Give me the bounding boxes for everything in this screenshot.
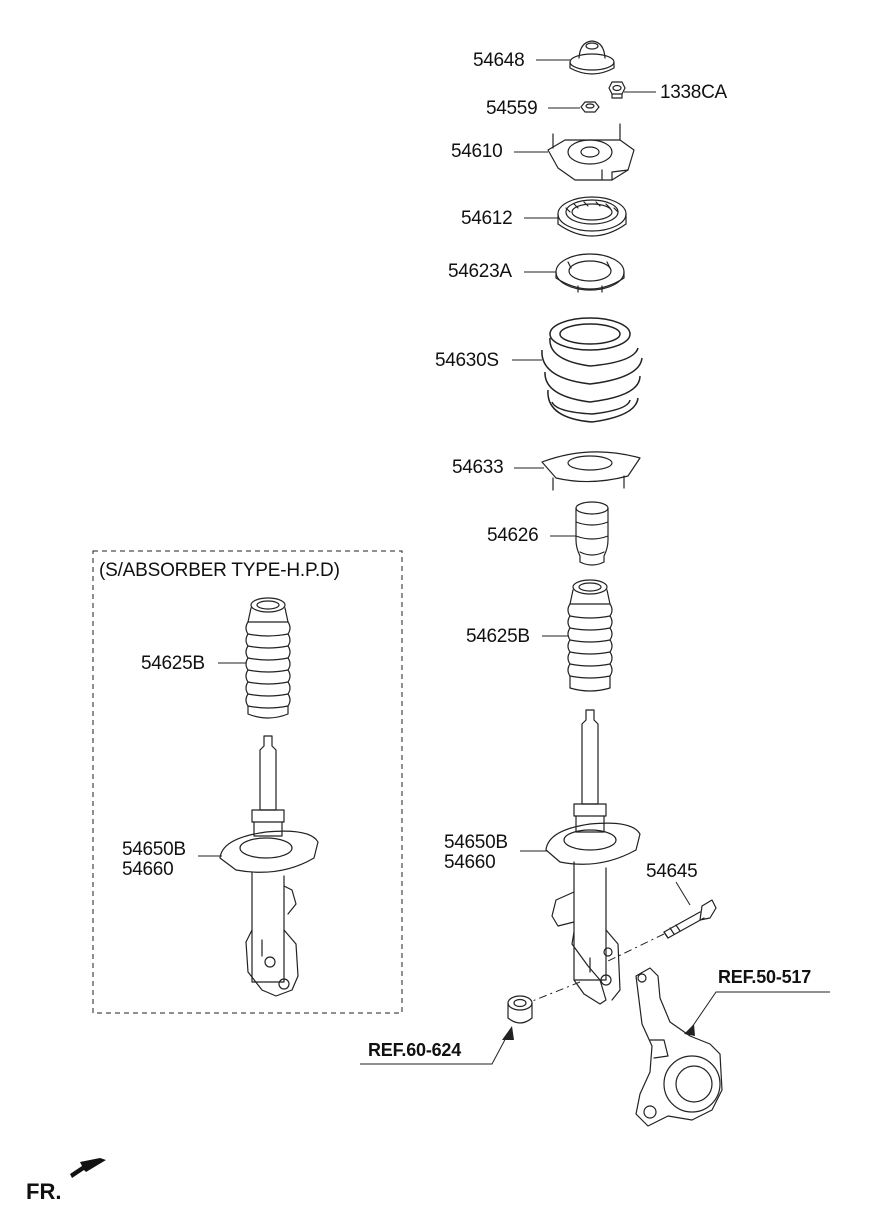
part-54633-spring-seat[interactable]	[541, 451, 641, 491]
knuckle-ref-50-517[interactable]	[635, 967, 723, 1127]
label-54650B-main: 54650B	[444, 832, 508, 853]
option-box-title: (S/ABSORBER TYPE-H.P.D)	[99, 560, 340, 581]
part-54610-strut-mount[interactable]	[547, 123, 635, 181]
ref-label-50-517[interactable]: REF.50-517	[718, 967, 812, 987]
label-54612: 54612	[461, 208, 513, 229]
bushing-ref-60-624[interactable]	[507, 995, 533, 1024]
label-54630S: 54630S	[435, 350, 499, 371]
label-54559: 54559	[486, 98, 538, 119]
label-54625B-box: 54625B	[141, 653, 205, 674]
front-direction-arrow-icon	[70, 1158, 106, 1178]
label-1338CA: 1338CA	[660, 82, 727, 103]
option-box-border	[92, 550, 403, 1014]
part-54648-dust-cap[interactable]	[569, 40, 615, 75]
part-54645-bolt[interactable]	[663, 899, 717, 939]
label-54645: 54645	[646, 861, 698, 882]
label-54610: 54610	[451, 141, 503, 162]
label-54650B-box: 54650B	[122, 839, 186, 860]
part-54630S-coil-spring[interactable]	[541, 317, 643, 423]
part-54650B-strut-box[interactable]	[219, 735, 319, 997]
part-1338CA-nut[interactable]	[608, 81, 626, 99]
part-54626-bump-stopper[interactable]	[575, 501, 609, 566]
part-54625B-dust-boot-main[interactable]	[567, 579, 613, 692]
part-54559-nut[interactable]	[580, 101, 600, 113]
part-54625B-dust-boot-box[interactable]	[245, 597, 291, 719]
label-54623A: 54623A	[448, 261, 512, 282]
front-direction-label: FR.	[26, 1179, 62, 1204]
label-54660-main: 54660	[444, 852, 496, 873]
part-54650B-strut-main[interactable]	[545, 709, 641, 1005]
label-54633: 54633	[452, 457, 504, 478]
leader-lines	[198, 59, 830, 1065]
label-54626: 54626	[487, 525, 539, 546]
part-54623A-spring-pad[interactable]	[555, 253, 625, 293]
alignment-lines	[529, 933, 665, 1003]
label-54660-box: 54660	[122, 859, 174, 880]
arrow-ref-60-624-icon	[502, 1026, 514, 1040]
arrow-ref-50-517-icon	[684, 1024, 695, 1036]
part-54612-bearing[interactable]	[557, 196, 627, 237]
label-54648: 54648	[473, 50, 525, 71]
label-54625B-main: 54625B	[466, 626, 530, 647]
ref-label-60-624[interactable]: REF.60-624	[368, 1040, 462, 1060]
